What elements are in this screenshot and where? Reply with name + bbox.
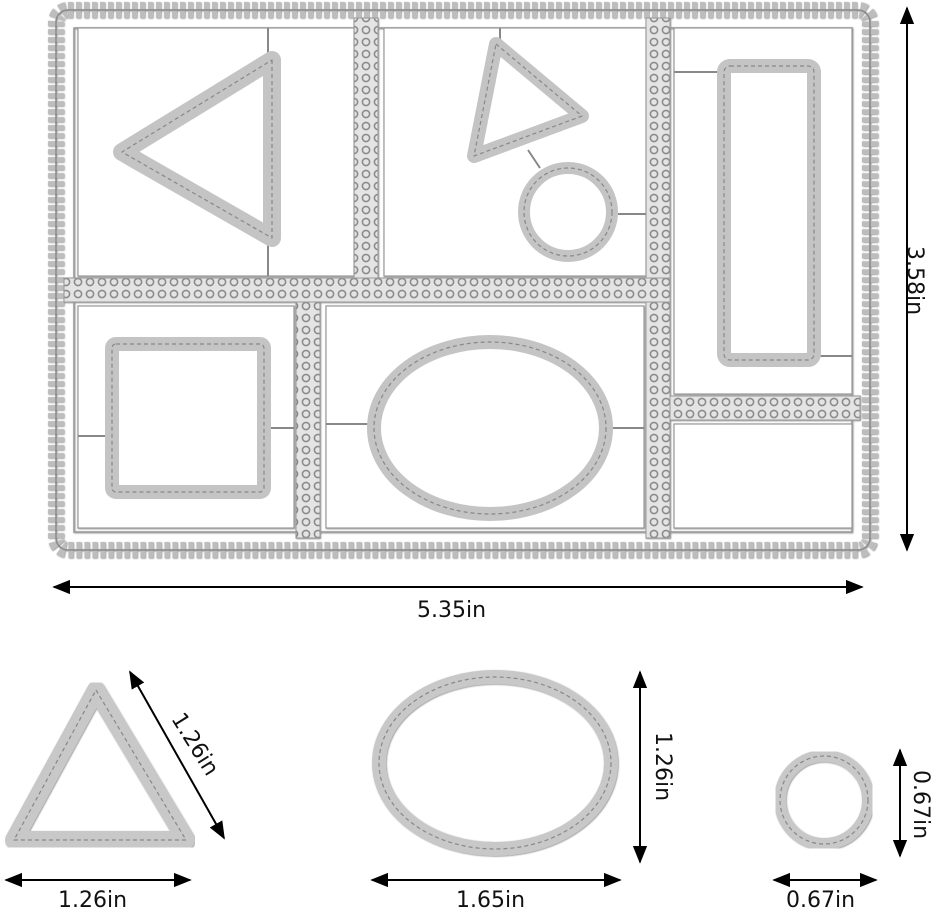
triangle-piece xyxy=(5,681,195,849)
main-height-label: 3.58in xyxy=(902,245,928,316)
main-width-label: 5.35in xyxy=(417,598,487,623)
triangle-side-arrow xyxy=(129,670,225,840)
oval-width-label: 1.65in xyxy=(456,888,526,913)
oval-height-label: 1.26in xyxy=(650,731,676,802)
circle-width-label: 0.67in xyxy=(786,888,856,913)
main-die-plate xyxy=(48,2,878,558)
oval-piece xyxy=(372,670,618,856)
triangle-width-label: 1.26in xyxy=(58,888,128,913)
circle-piece xyxy=(774,750,874,850)
circle-height-label: 0.67in xyxy=(908,769,934,840)
